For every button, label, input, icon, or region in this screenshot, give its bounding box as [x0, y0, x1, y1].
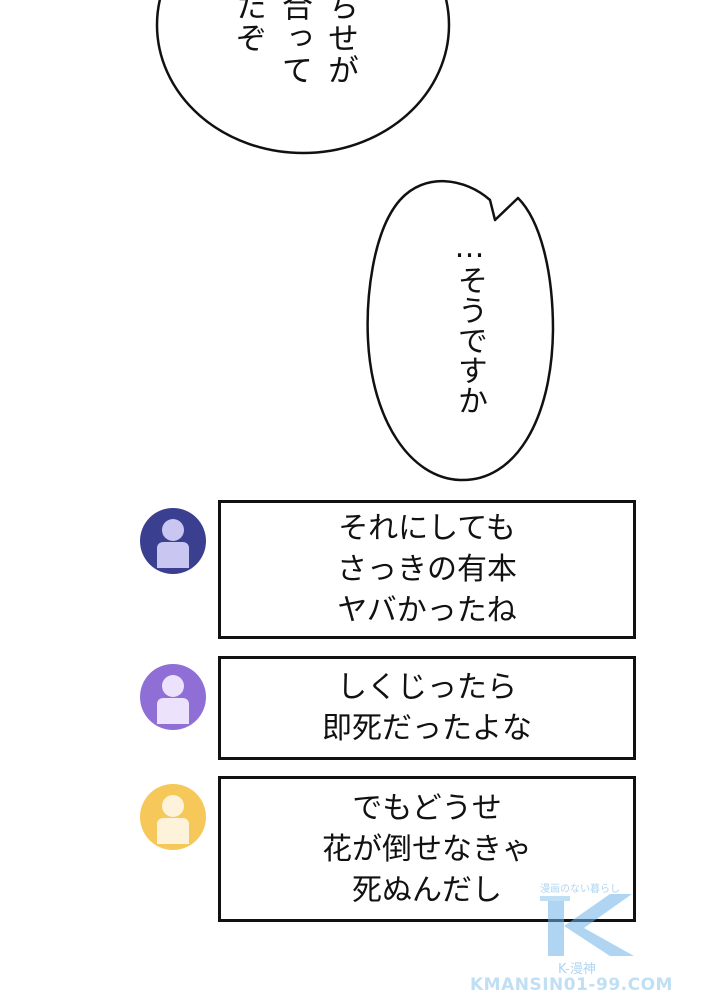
message-box-3: でもどうせ 花が倒せなきゃ 死ぬんだし — [218, 776, 636, 922]
message-box-1: それにしても さっきの有本 ヤバかったね — [218, 500, 636, 639]
avatar-head — [162, 675, 184, 697]
message-text-2: しくじったら 即死だったよな — [322, 670, 532, 746]
speech-bubble-reply — [366, 179, 555, 482]
avatar-body — [157, 542, 189, 568]
chat-message-1: それにしても さっきの有本 ヤバかったね — [140, 500, 650, 640]
watermark-url: KMANSIN01-99.COM — [470, 975, 673, 995]
avatar-body — [157, 818, 189, 844]
message-text-1: それにしても さっきの有本 ヤバかったね — [337, 511, 517, 628]
chat-message-3: でもどうせ 花が倒せなきゃ 死ぬんだし — [140, 776, 650, 922]
user-avatar-3 — [140, 784, 206, 850]
chat-message-2: しくじったら 即死だったよな — [140, 656, 650, 760]
watermark-subtitle: K-漫神 — [558, 962, 596, 977]
speech-bubble-top — [155, 0, 451, 155]
message-text-3: でもどうせ 花が倒せなきゃ 死ぬんだし — [322, 790, 532, 908]
user-avatar-2 — [140, 664, 206, 730]
watermark-tagline: 漫画のない暮らし — [540, 884, 620, 895]
speech-bubble-top-text: ちせが 合って たぞ — [230, 0, 358, 86]
speech-bubble-reply-text: …そうですか — [452, 230, 487, 415]
site-watermark: 漫画のない暮らし K-漫神 KMANSIN01-99.COM — [470, 880, 720, 1000]
avatar-head — [162, 795, 184, 817]
avatar-head — [162, 519, 184, 541]
message-box-2: しくじったら 即死だったよな — [218, 656, 636, 760]
k-logo-icon — [540, 894, 634, 956]
avatar-body — [157, 698, 189, 724]
user-avatar-1 — [140, 508, 206, 574]
